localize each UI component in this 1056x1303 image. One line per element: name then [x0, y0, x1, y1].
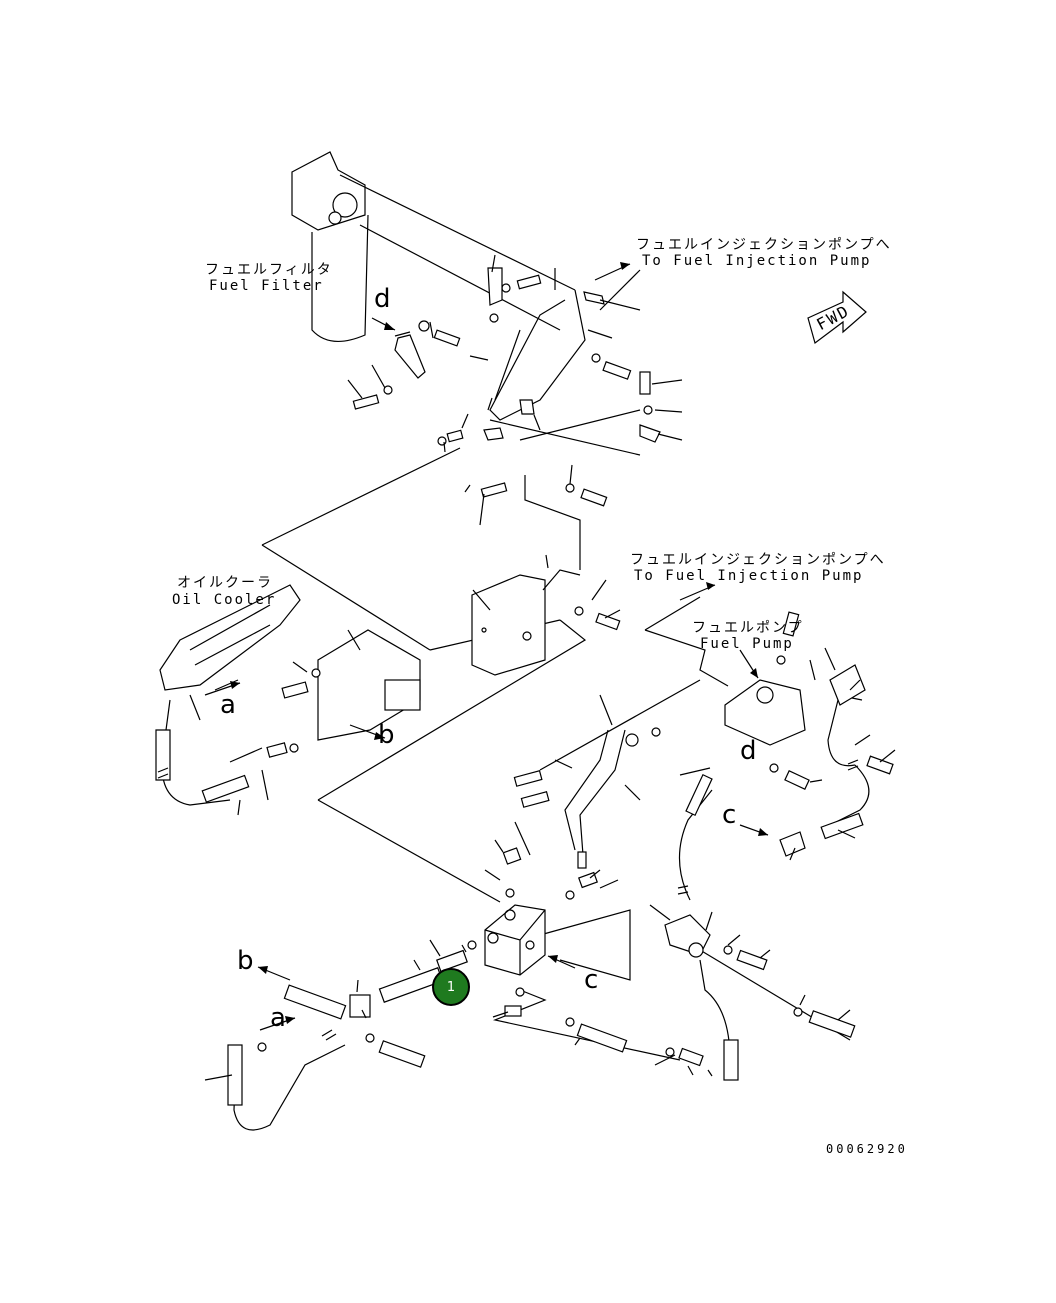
part-callout-1[interactable]: 1 — [432, 968, 470, 1006]
fuel-filter-label-jp: フュエルフィルタ — [205, 262, 333, 278]
fuel-filter-label-en: Fuel Filter — [209, 278, 324, 294]
oil-cooler — [159, 584, 301, 691]
injection-pump-top-label-en: To Fuel Injection Pump — [642, 253, 872, 269]
bracket-b — [281, 629, 421, 741]
ref-letter-c-valve: c — [584, 965, 599, 995]
injection-pump-mid-label-en: To Fuel Injection Pump — [634, 568, 864, 584]
fuel-pump — [724, 611, 894, 826]
lower-right-assembly — [664, 914, 856, 1081]
fuel-pump-label-en: Fuel Pump — [700, 636, 794, 652]
oil-cooler-label-jp: オイルクーラ — [177, 575, 273, 591]
fuel-pump-label-jp: フュエルポンプ — [692, 620, 804, 636]
ref-letter-a-lower: a — [270, 1003, 286, 1033]
break-marks — [157, 759, 859, 1041]
ref-letter-c-right: c — [722, 800, 737, 830]
middle-pipes — [513, 727, 864, 901]
ref-letter-d-fuel-pump: d — [740, 736, 757, 766]
oil-cooler-label-en: Oil Cooler — [172, 592, 277, 608]
leader-lines — [189, 254, 896, 1081]
left-hose — [155, 699, 299, 806]
fwd-arrow — [807, 290, 867, 345]
upper-fuel-pipes — [339, 174, 641, 456]
injection-pump-mid-label-jp: フュエルインジェクションポンプへ — [630, 552, 886, 568]
fuel-filter — [291, 151, 369, 342]
lower-left-assembly — [227, 940, 704, 1131]
direction-arrows — [204, 262, 769, 1031]
injection-pump-top-label-jp: フュエルインジェクションポンプへ — [636, 237, 892, 253]
valve-block — [484, 847, 598, 1017]
mounting-bracket — [471, 569, 621, 676]
document-number: 00062920 — [826, 1142, 908, 1156]
ref-letter-b-bracket: b — [378, 720, 395, 750]
ref-letter-d-upper: d — [374, 284, 391, 314]
ref-letter-b-lower: b — [237, 946, 254, 976]
ref-letter-a-oil-cooler: a — [220, 690, 236, 720]
upper-hardware — [352, 267, 661, 507]
